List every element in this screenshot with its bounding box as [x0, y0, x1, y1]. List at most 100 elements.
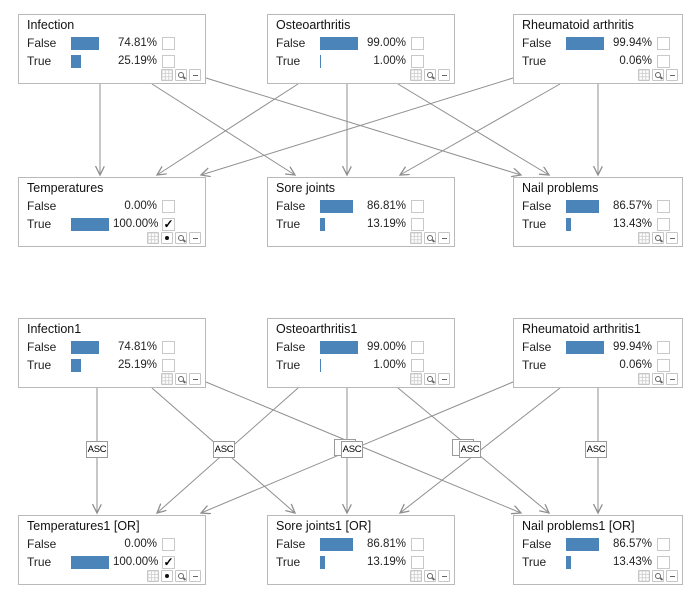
node-nail-problems[interactable]: Nail problems False 86.57% True 13.43% [513, 177, 683, 247]
state-checkbox[interactable] [162, 537, 175, 551]
magnifier-icon[interactable] [175, 570, 187, 582]
magnifier-icon[interactable] [424, 373, 436, 385]
magnifier-icon[interactable] [424, 570, 436, 582]
state-checkbox[interactable] [411, 340, 424, 354]
node-title[interactable]: Rheumatoid arthritis1 [522, 322, 641, 336]
magnifier-icon[interactable] [652, 69, 664, 81]
node-infection1[interactable]: Infection1 False 74.81% True 25.19% [18, 318, 206, 388]
minus-icon[interactable] [189, 69, 201, 81]
edge-infection-to-sore-joints[interactable] [151, 83, 295, 175]
magnifier-icon[interactable] [652, 232, 664, 244]
node-title[interactable]: Sore joints1 [OR] [276, 519, 372, 533]
asc-node-2[interactable]: ASC [213, 441, 235, 458]
node-title[interactable]: Nail problems [522, 181, 599, 195]
node-title[interactable]: Sore joints [276, 181, 336, 195]
grid-icon[interactable] [638, 232, 650, 244]
minus-icon[interactable] [438, 69, 450, 81]
state-checkbox[interactable] [657, 199, 670, 213]
node-title[interactable]: Temperatures [27, 181, 104, 195]
probability-value: 86.81% [366, 538, 406, 550]
magnifier-icon[interactable] [424, 69, 436, 81]
state-checkbox[interactable] [411, 555, 424, 569]
edge-osteoarthritis-to-nail-problems[interactable] [397, 83, 549, 175]
node-title[interactable]: Osteoarthritis [276, 18, 351, 32]
asc-node-5[interactable]: ASC [585, 441, 607, 458]
node-infection[interactable]: Infection False 74.81% True 25.19% [18, 14, 206, 84]
minus-icon[interactable] [666, 232, 678, 244]
grid-icon[interactable] [410, 570, 422, 582]
node-title[interactable]: Infection1 [27, 322, 82, 336]
state-checkbox[interactable] [411, 358, 424, 372]
edge-osteoarthritis-to-temperatures[interactable] [157, 83, 299, 175]
magnifier-icon[interactable] [175, 373, 187, 385]
node-rheumatoid-arthritis1[interactable]: Rheumatoid arthritis1 False 99.94% True … [513, 318, 683, 388]
grid-icon[interactable] [410, 232, 422, 244]
node-title[interactable]: Rheumatoid arthritis [522, 18, 634, 32]
edge-rheumatoid-arthritis-to-temperatures[interactable] [201, 77, 514, 175]
node-rheumatoid-arthritis[interactable]: Rheumatoid arthritis False 99.94% True 0… [513, 14, 683, 84]
minus-icon[interactable] [438, 373, 450, 385]
grid-icon[interactable] [638, 373, 650, 385]
evidence-dot-icon[interactable] [161, 232, 173, 244]
evidence-dot-icon[interactable] [161, 570, 173, 582]
magnifier-icon[interactable] [175, 69, 187, 81]
state-checkbox[interactable] [657, 217, 670, 231]
node-temperatures1[interactable]: Temperatures1 [OR] False 0.00% True 100.… [18, 515, 206, 585]
edge-infection-to-nail-problems[interactable] [205, 77, 521, 175]
asc-node-4[interactable]: ASC [459, 441, 481, 458]
node-title[interactable]: Osteoarthritis1 [276, 322, 358, 336]
state-checkbox[interactable] [411, 54, 424, 68]
minus-icon[interactable] [438, 570, 450, 582]
node-title[interactable]: Temperatures1 [OR] [27, 519, 140, 533]
state-checkbox[interactable] [657, 54, 670, 68]
node-osteoarthritis[interactable]: Osteoarthritis False 99.00% True 1.00% [267, 14, 455, 84]
node-osteoarthritis1[interactable]: Osteoarthritis1 False 99.00% True 1.00% [267, 318, 455, 388]
state-checkbox[interactable] [657, 555, 670, 569]
minus-icon[interactable] [189, 232, 201, 244]
grid-icon[interactable] [410, 373, 422, 385]
state-checkbox[interactable]: ✓ [162, 216, 175, 231]
magnifier-icon[interactable] [424, 232, 436, 244]
edge-rheumatoid-arthritis-to-sore-joints[interactable] [400, 83, 561, 175]
magnifier-icon[interactable] [652, 570, 664, 582]
grid-icon[interactable] [638, 570, 650, 582]
state-checkbox[interactable] [657, 358, 670, 372]
state-checkbox[interactable]: ✓ [162, 554, 175, 569]
minus-icon[interactable] [189, 570, 201, 582]
grid-icon[interactable] [161, 373, 173, 385]
node-nail-problems1[interactable]: Nail problems1 [OR] False 86.57% True 13… [513, 515, 683, 585]
node-title[interactable]: Nail problems1 [OR] [522, 519, 635, 533]
state-checkbox[interactable] [411, 36, 424, 50]
grid-icon[interactable] [161, 69, 173, 81]
state-checkbox[interactable] [411, 537, 424, 551]
minus-icon[interactable] [189, 373, 201, 385]
asc-node-1[interactable]: ASC [86, 441, 108, 458]
state-checkbox[interactable] [411, 217, 424, 231]
minus-icon[interactable] [438, 232, 450, 244]
node-temperatures[interactable]: Temperatures False 0.00% True 100.00% ✓ [18, 177, 206, 247]
state-checkbox[interactable] [657, 537, 670, 551]
state-checkbox[interactable] [162, 36, 175, 50]
state-checkbox[interactable] [657, 36, 670, 50]
magnifier-icon[interactable] [175, 232, 187, 244]
minus-icon[interactable] [666, 570, 678, 582]
state-checkbox[interactable] [411, 199, 424, 213]
state-label: False [522, 537, 552, 551]
state-checkbox[interactable] [657, 340, 670, 354]
node-sore-joints1[interactable]: Sore joints1 [OR] False 86.81% True 13.1… [267, 515, 455, 585]
state-checkbox[interactable] [162, 199, 175, 213]
minus-icon[interactable] [666, 69, 678, 81]
grid-icon[interactable] [147, 232, 159, 244]
grid-icon[interactable] [410, 69, 422, 81]
asc-node-3[interactable]: ASC [341, 441, 363, 458]
node-sore-joints[interactable]: Sore joints False 86.81% True 13.19% [267, 177, 455, 247]
state-checkbox[interactable] [162, 54, 175, 68]
state-checkbox[interactable] [162, 340, 175, 354]
magnifier-icon[interactable] [652, 373, 664, 385]
node-title[interactable]: Infection [27, 18, 75, 32]
grid-icon[interactable] [638, 69, 650, 81]
edge-infection1-to-nail-problems1[interactable] [205, 381, 521, 513]
grid-icon[interactable] [147, 570, 159, 582]
state-checkbox[interactable] [162, 358, 175, 372]
minus-icon[interactable] [666, 373, 678, 385]
